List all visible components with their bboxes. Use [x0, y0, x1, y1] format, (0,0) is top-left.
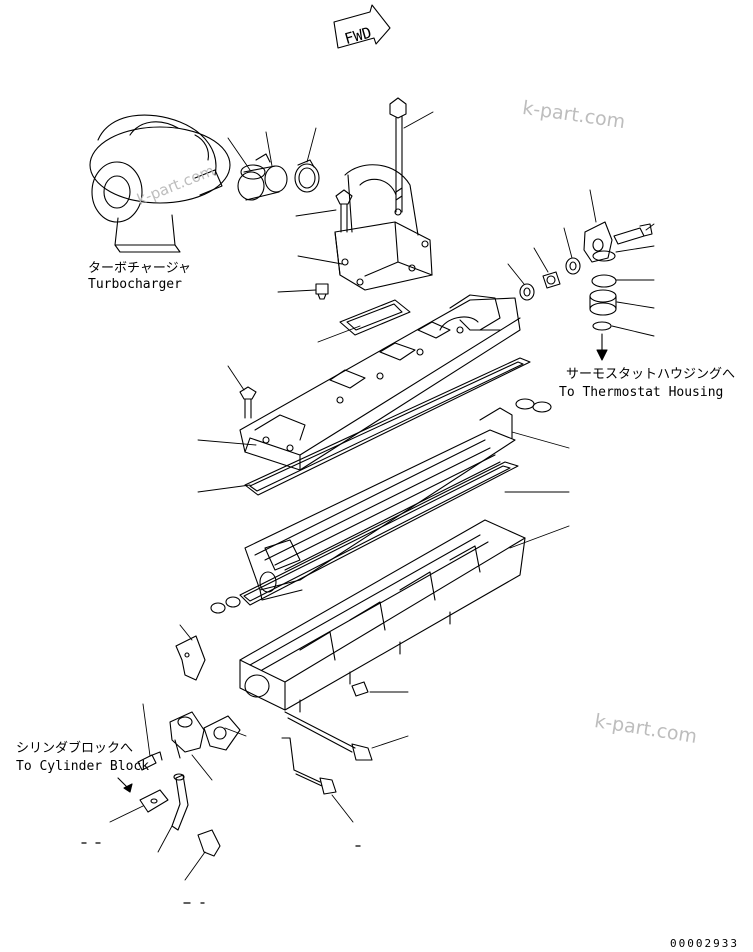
thermostat-jp-label: サーモスタットハウジングへ	[566, 367, 736, 382]
leader-lines	[109, 111, 655, 881]
water-pipe-icon	[239, 294, 521, 471]
thermostat-arrowhead-icon	[596, 349, 608, 361]
fwd-arrow-icon: FWD	[333, 4, 391, 49]
gasket-icon	[244, 357, 531, 496]
bolt-icon	[284, 711, 373, 761]
cylinder-block-jp-label: シリンダブロックへ	[16, 741, 134, 756]
turbocharger-jp-label: ターボチャージャ	[88, 261, 191, 276]
bolt-icon	[239, 386, 257, 419]
o-ring-icon	[515, 398, 552, 413]
drawing-number: 00002933	[670, 937, 739, 950]
fitting-icon	[197, 829, 221, 857]
o-ring-icon	[592, 321, 612, 331]
bolt-icon	[335, 189, 353, 233]
exhaust-elbow-icon	[334, 164, 433, 291]
thermostat-housing-icon	[583, 221, 613, 263]
cooler-case-icon	[239, 519, 526, 713]
gasket-icon	[239, 461, 519, 606]
bolt-icon	[613, 223, 653, 245]
clamp-icon	[294, 159, 320, 193]
bolt-icon	[351, 681, 369, 697]
pipe-icon	[171, 773, 189, 831]
gasket-icon	[203, 715, 241, 751]
thermostat-icon	[589, 289, 617, 316]
bolt-icon	[281, 737, 337, 795]
gasket-icon	[175, 635, 206, 681]
washer-icon	[565, 257, 581, 275]
o-ring-icon	[210, 596, 241, 614]
clamp-icon	[240, 153, 271, 180]
turbocharger-icon	[89, 114, 231, 253]
cooler-element-icon	[244, 407, 516, 601]
cylinder-arrowhead-icon	[123, 783, 133, 793]
bolt-icon	[389, 97, 407, 213]
gasket-icon	[339, 299, 411, 336]
fitting-icon	[542, 271, 561, 289]
thermostat-en-label: To Thermostat Housing	[559, 385, 724, 400]
washer-icon	[519, 283, 535, 301]
connector-icon	[169, 711, 205, 759]
gasket-icon	[139, 789, 169, 813]
hose-icon	[237, 165, 288, 201]
fwd-label: FWD	[343, 23, 374, 48]
bolt-icon	[137, 751, 163, 771]
o-ring-icon	[591, 250, 617, 288]
plug-icon	[315, 283, 329, 300]
cylinder-block-en-label: To Cylinder Block	[16, 759, 150, 774]
turbocharger-en-label: Turbocharger	[88, 277, 182, 292]
